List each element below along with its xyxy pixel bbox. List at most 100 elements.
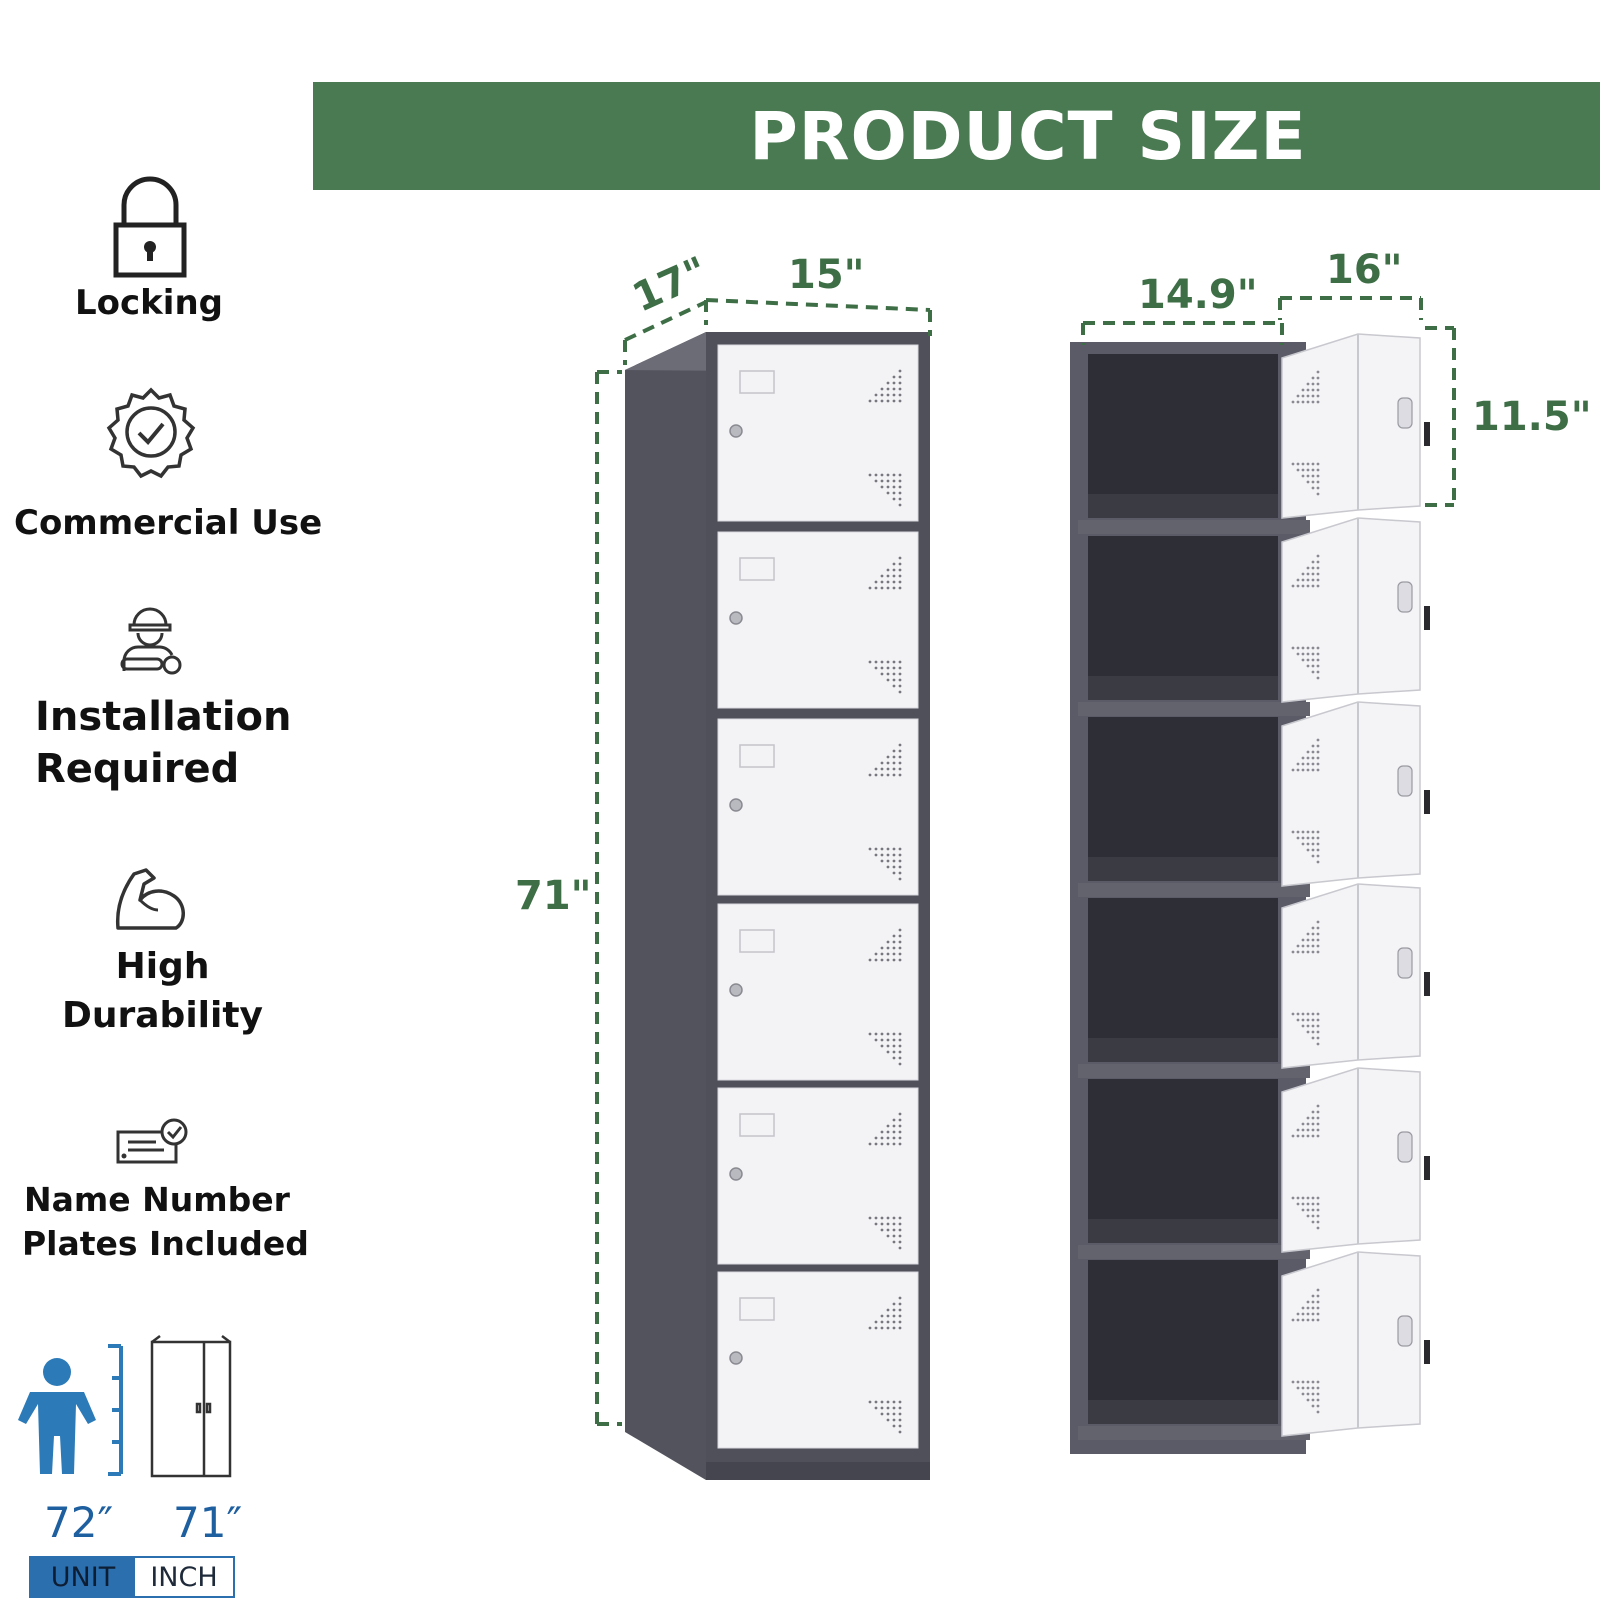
vent-hole	[1316, 932, 1320, 936]
vent-hole	[880, 1228, 884, 1232]
vent-hole	[892, 1130, 896, 1134]
vent-hole	[1301, 584, 1305, 588]
vent-hole	[892, 859, 896, 863]
vent-hole	[1301, 1306, 1305, 1310]
vent-hole	[898, 485, 902, 489]
door-latch	[1397, 1315, 1413, 1347]
vent-hole	[874, 1326, 878, 1330]
vent-hole	[1291, 400, 1295, 404]
vent-hole	[1316, 584, 1320, 588]
vent-hole	[1311, 376, 1315, 380]
vent-hole	[898, 473, 902, 477]
vent-hole	[886, 859, 890, 863]
vent-hole	[1316, 1018, 1320, 1022]
vent-hole	[1311, 646, 1315, 650]
vent-hole	[1296, 762, 1300, 766]
compartment-interior	[1088, 1260, 1278, 1424]
vent-hole	[1316, 944, 1320, 948]
vent-hole	[898, 1406, 902, 1410]
name-plate-slot	[739, 557, 775, 581]
vent-hole	[1316, 1012, 1320, 1016]
vent-hole	[1316, 664, 1320, 668]
vent-hole	[1296, 584, 1300, 588]
vent-hole	[1311, 938, 1315, 942]
vent-hole	[1296, 578, 1300, 582]
vent-hole	[886, 1136, 890, 1140]
vent-hole	[898, 387, 902, 391]
vent-hole	[1306, 1202, 1310, 1206]
vent-hole	[1316, 860, 1320, 864]
vent-hole	[880, 1130, 884, 1134]
compartment-interior	[1088, 717, 1278, 881]
feature-label-name-plates: Name Number Plates Included	[22, 1180, 309, 1263]
vent-hole	[898, 743, 902, 747]
vent-hole	[1311, 750, 1315, 754]
vent-hole	[892, 946, 896, 950]
vent-hole	[1316, 1306, 1320, 1310]
vent-hole	[892, 847, 896, 851]
vent-hole	[1301, 578, 1305, 582]
vent-hole	[880, 666, 884, 670]
vent-hole	[886, 1400, 890, 1404]
vent-hole	[1296, 652, 1300, 656]
vent-hole	[868, 958, 872, 962]
vent-hole	[880, 946, 884, 950]
vent-hole	[880, 1044, 884, 1048]
vent-hole	[1311, 756, 1315, 760]
vent-hole	[892, 761, 896, 765]
vent-hole	[1296, 1312, 1300, 1316]
vent-hole	[892, 1308, 896, 1312]
vent-hole	[886, 1216, 890, 1220]
vent-hole	[1316, 1220, 1320, 1224]
vent-hole	[886, 491, 890, 495]
vent-hole	[1291, 1134, 1295, 1138]
vent-hole	[886, 568, 890, 572]
vent-hole	[898, 749, 902, 753]
vent-hole	[1306, 578, 1310, 582]
vent-hole	[874, 399, 878, 403]
vent-hole	[1316, 474, 1320, 478]
vent-hole	[886, 755, 890, 759]
vent-hole	[1311, 400, 1315, 404]
vent-hole	[1311, 1398, 1315, 1402]
open-door-width-label: 16"	[1326, 247, 1403, 293]
vent-hole	[1316, 1024, 1320, 1028]
vent-hole	[892, 1240, 896, 1244]
vent-hole	[886, 946, 890, 950]
vent-hole	[1316, 762, 1320, 766]
vent-hole	[898, 1032, 902, 1036]
vent-hole	[874, 473, 878, 477]
vent-hole	[898, 586, 902, 590]
compartment-shelf	[1088, 1400, 1278, 1424]
vent-hole	[886, 865, 890, 869]
vent-hole	[892, 387, 896, 391]
vent-hole	[898, 1240, 902, 1244]
vent-hole	[880, 1400, 884, 1404]
key-icon	[1424, 606, 1430, 630]
vent-hole	[880, 1314, 884, 1318]
vent-hole	[892, 1056, 896, 1060]
vent-hole	[868, 660, 872, 664]
vent-hole	[1311, 1196, 1315, 1200]
vent-hole	[898, 934, 902, 938]
vent-hole	[898, 1308, 902, 1312]
vent-hole	[880, 473, 884, 477]
vent-hole	[898, 1246, 902, 1250]
vent-hole	[1306, 462, 1310, 466]
vent-hole	[1306, 566, 1310, 570]
vent-hole	[1296, 400, 1300, 404]
vent-hole	[898, 761, 902, 765]
vent-hole	[1301, 1018, 1305, 1022]
vent-hole	[874, 767, 878, 771]
flexed-arm-icon	[115, 868, 185, 930]
vent-hole	[886, 1326, 890, 1330]
name-plate-check-icon	[116, 1118, 188, 1164]
name-plate-slot	[739, 1297, 775, 1321]
vent-hole	[1311, 1202, 1315, 1206]
compartment-shelf	[1088, 1219, 1278, 1243]
vent-hole	[1296, 394, 1300, 398]
vent-hole	[1316, 554, 1320, 558]
vent-hole	[1291, 1318, 1295, 1322]
vent-hole	[1306, 756, 1310, 760]
vent-hole	[898, 952, 902, 956]
